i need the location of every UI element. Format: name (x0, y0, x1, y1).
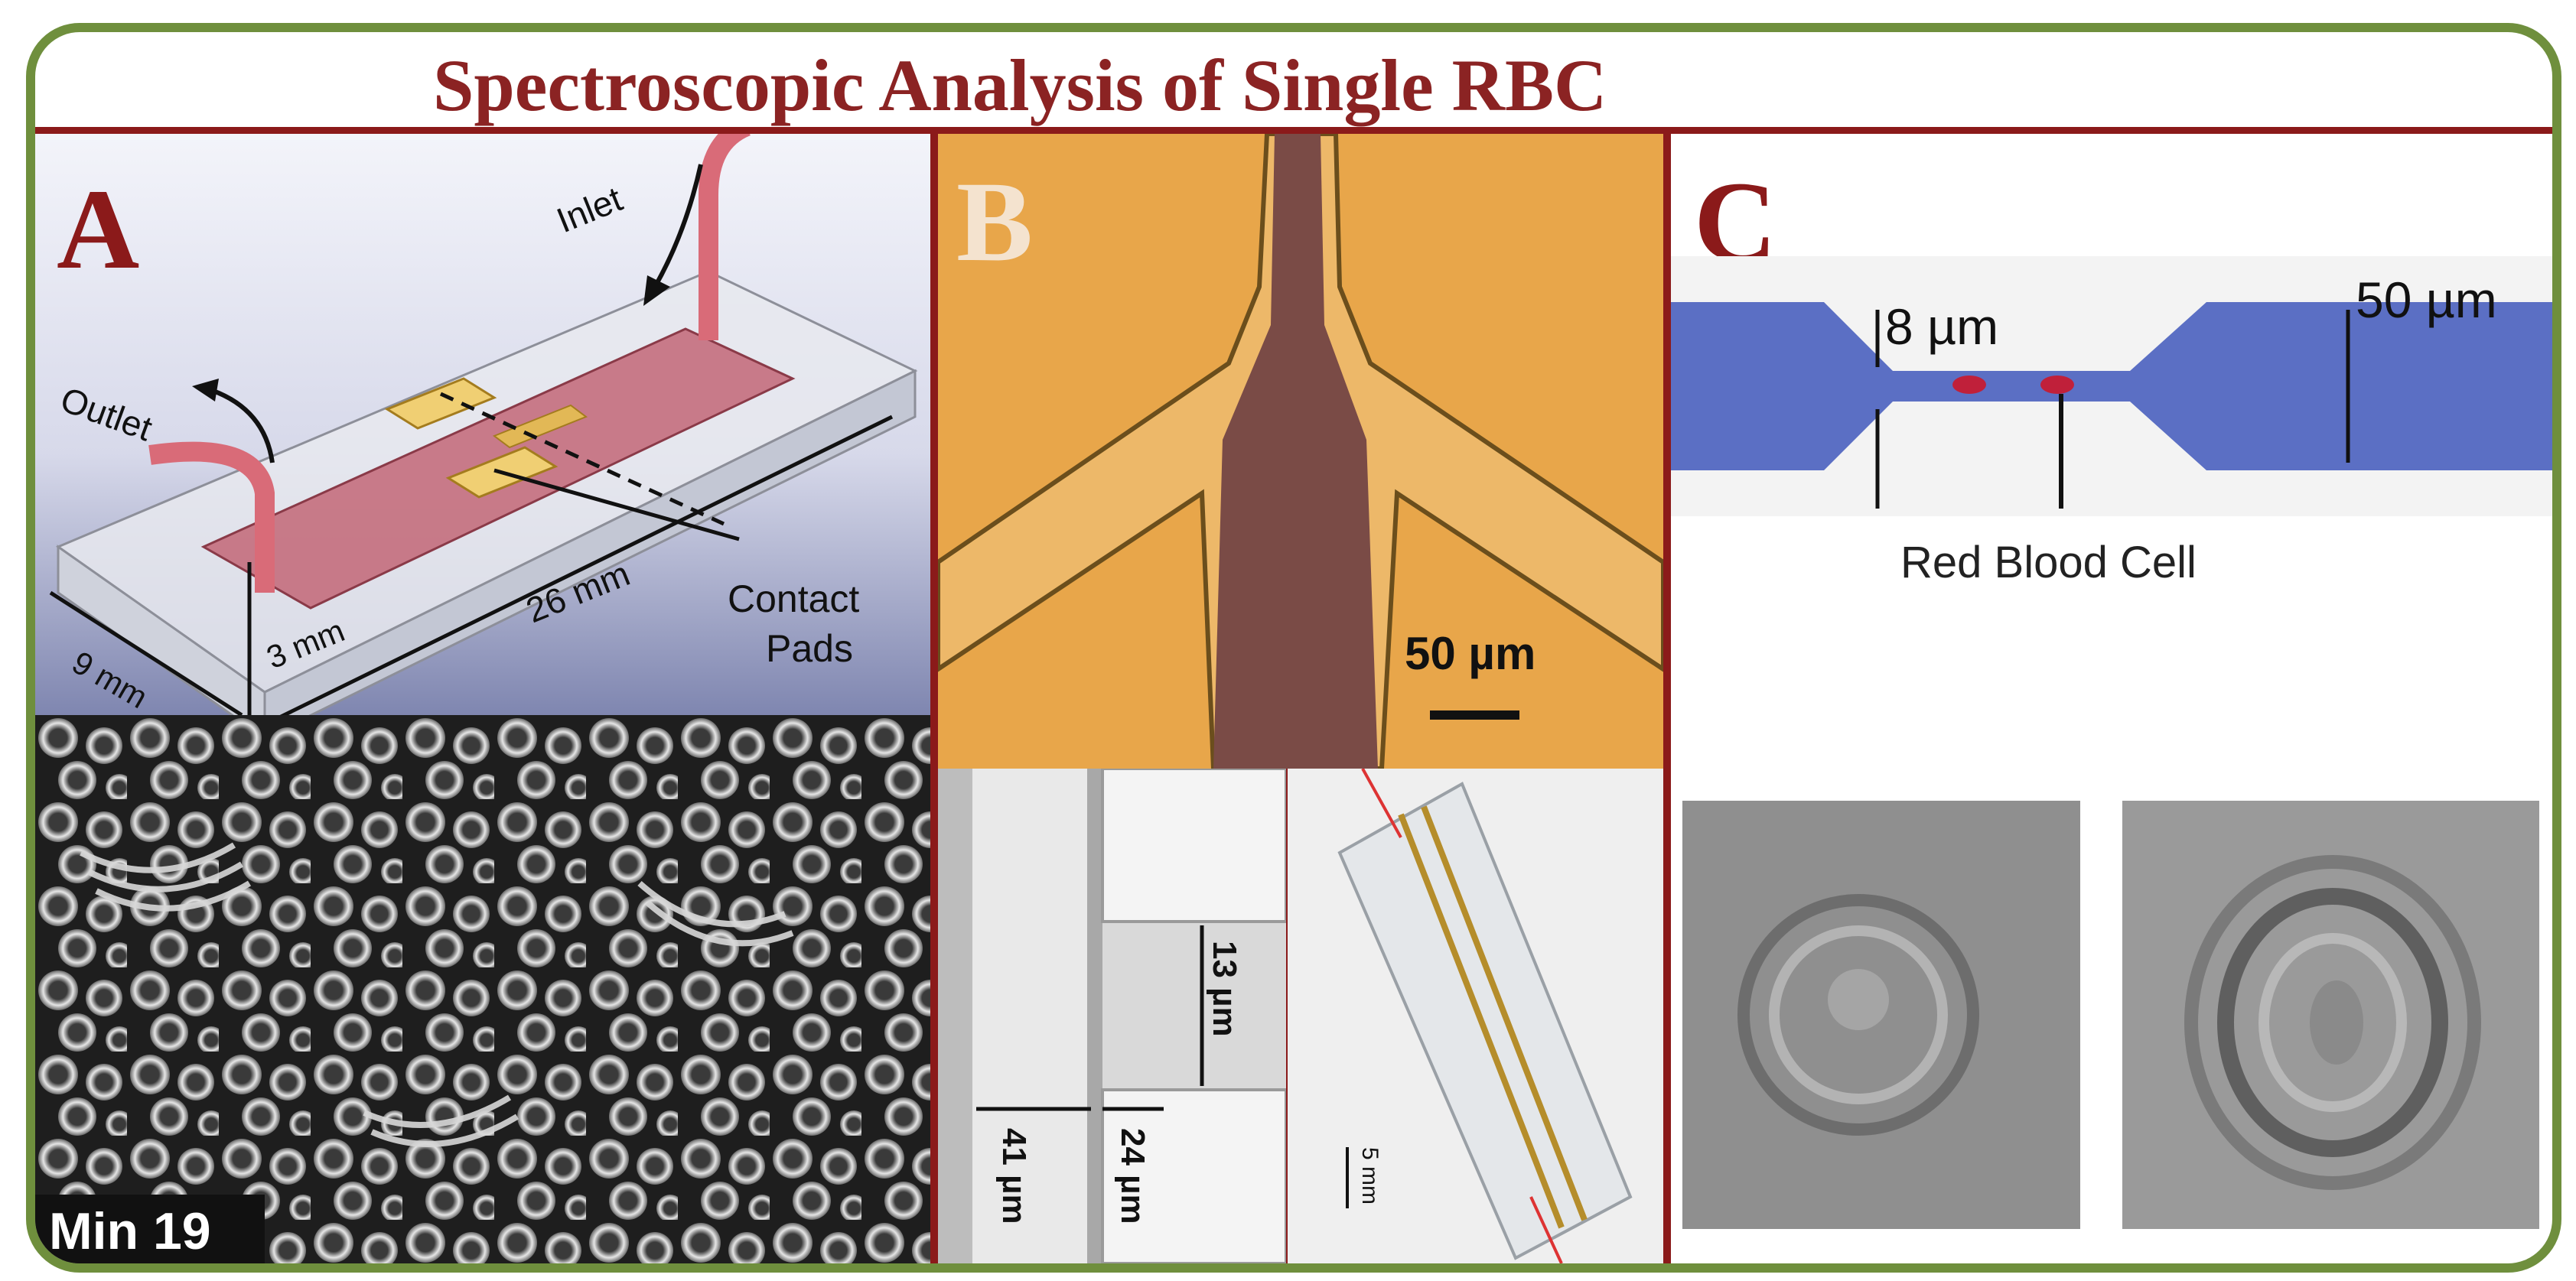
panel-letter-b: B (956, 158, 1034, 285)
scale-bar-label: 50 µm (1405, 628, 1536, 679)
gap-13-label: 13 µm (1206, 941, 1243, 1037)
rbc-image-right (2122, 801, 2539, 1229)
red-blood-cell-label: Red Blood Cell (1900, 538, 2197, 587)
title-underline (35, 127, 2552, 134)
channel-junction-micrograph: 50 µm (938, 134, 1663, 769)
wide-width-label: 50 µm (2356, 271, 2497, 328)
contact-pads-label-line1: Contact (728, 577, 859, 620)
width-24-label: 24 µm (1114, 1128, 1151, 1224)
rbc-image-left (1682, 801, 2080, 1229)
constriction-sem-image: 13 µm 41 µm 24 µm (938, 769, 1286, 1263)
rbc-micrograph: Min 19 (35, 715, 930, 1263)
divider-a-b (930, 132, 938, 1263)
panel-c: C 8 µm 50 µm Red Blood Cell (1671, 134, 2552, 1263)
photo-scale-label: 5 mm (1357, 1147, 1382, 1205)
divider-b-c (1663, 132, 1671, 1263)
panel-b: 50 µm B 13 µm 41 µm 24 µm (938, 134, 1663, 1263)
panel-letter-a: A (57, 166, 140, 293)
narrow-width-label: 8 µm (1885, 298, 1998, 355)
figure-title: Spectroscopic Analysis of Single RBC (433, 44, 1607, 126)
time-stamp-label: Min 19 (49, 1202, 211, 1260)
constriction-channel-diagram: 8 µm 50 µm Red Blood Cell (1671, 256, 2552, 587)
microfluidic-chip-schematic: Inlet Outlet Contact Pads 26 mm 3 mm 9 m… (35, 134, 930, 715)
width-41-label: 41 µm (995, 1128, 1033, 1224)
device-photo: 5 mm (1286, 769, 1663, 1263)
contact-pads-label-line2: Pads (766, 627, 853, 670)
figure-frame: Spectroscopic Analysis of Single RBC (26, 23, 2561, 1273)
panel-a: Inlet Outlet Contact Pads 26 mm 3 mm 9 m… (35, 134, 930, 1263)
